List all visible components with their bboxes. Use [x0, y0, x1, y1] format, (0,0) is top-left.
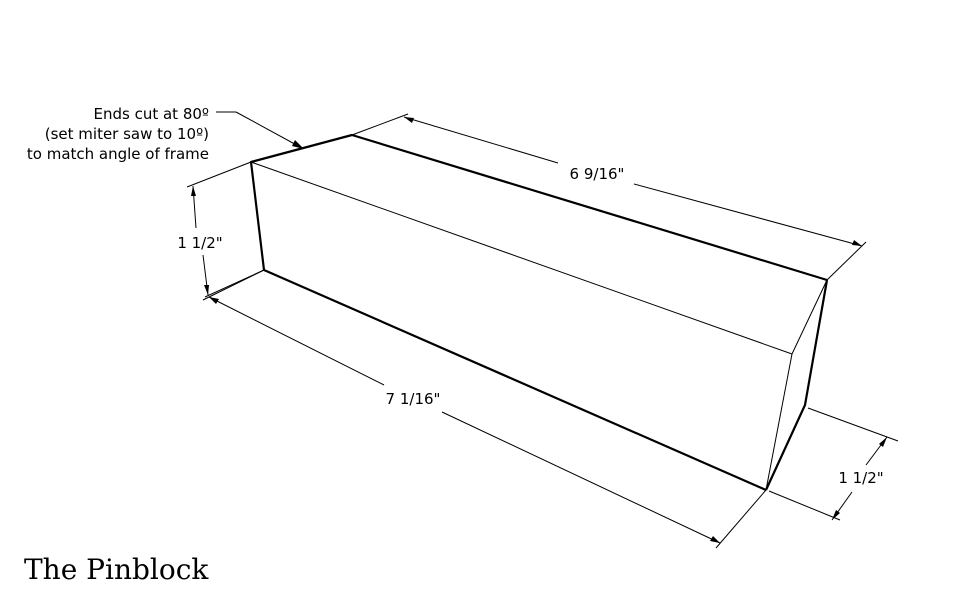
note-line-2: (set miter saw to 10º) [45, 125, 209, 143]
block-left-end-edge [249, 133, 828, 282]
dimension-bottom-length [202, 269, 767, 549]
diagram-caption: The Pinblock [24, 553, 209, 586]
block-right-end-edge [765, 279, 829, 491]
dimension-top-length [351, 113, 867, 281]
note-leader-arrow [216, 111, 304, 149]
block-right-top-edge [791, 279, 828, 355]
block-bottom-front-edge [263, 268, 767, 492]
dimension-right-height [768, 407, 899, 521]
dimension-label-top: 6 9/16" [570, 165, 625, 183]
block-top-front-edge [250, 161, 793, 355]
note-line-1: Ends cut at 80º [94, 105, 210, 123]
note-line-3: to match angle of frame [27, 145, 209, 163]
dimension-label-right-height: 1 1/2" [838, 469, 883, 487]
dimension-left-height [186, 161, 265, 298]
dimension-label-left-height: 1 1/2" [177, 234, 222, 252]
block-right-front-edge [765, 353, 793, 491]
dimension-label-bottom: 7 1/16" [386, 390, 441, 408]
